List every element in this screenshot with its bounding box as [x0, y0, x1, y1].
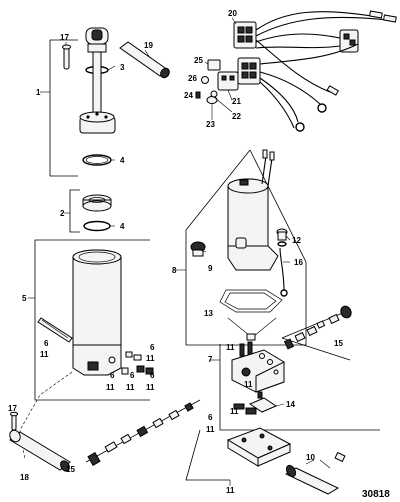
callout-13: 13 [204, 309, 213, 318]
part-15-valve-train-upper [281, 305, 352, 361]
callout-11-b: 11 [146, 354, 155, 363]
part-5-reservoir [72, 249, 122, 376]
callout-18: 18 [20, 473, 29, 482]
group-7-bracket [210, 344, 380, 431]
callout-11-manifold: 11 [226, 486, 235, 495]
part-8-pump-motor [227, 149, 279, 271]
callout-26: 26 [188, 74, 197, 83]
callout-19: 19 [144, 41, 153, 50]
part-20-wire-harness [233, 10, 397, 132]
reservoir-valve-parts [121, 351, 154, 375]
part-23-washer [206, 96, 218, 104]
callout-11-d: 11 [126, 383, 135, 392]
callout-11-f: 11 [226, 343, 235, 352]
callout-7: 7 [208, 355, 213, 364]
group-8-bracket [176, 149, 307, 346]
callout-5: 5 [22, 294, 27, 303]
callout-6-e: 6 [150, 371, 155, 380]
group-11-bracket [185, 429, 231, 486]
callout-11-e: 11 [146, 383, 155, 392]
callout-3: 3 [120, 63, 125, 72]
group-1-bracket [40, 39, 78, 177]
callout-2: 2 [60, 209, 65, 218]
part-3-tube-assembly [79, 27, 116, 134]
callout-11-a: 11 [40, 350, 49, 359]
callout-17-lower: 17 [8, 404, 17, 413]
part-17-pin-lower [10, 411, 18, 431]
callout-11-h: 11 [230, 407, 239, 416]
part-13-gasket [219, 289, 283, 341]
group-5-bracket [28, 239, 150, 401]
diagram-code: 30818 [362, 489, 390, 500]
callout-14: 14 [286, 400, 295, 409]
part-19-shaft-pin [119, 41, 170, 79]
part-10-valve-cartridge [284, 451, 346, 495]
callout-17-upper: 17 [60, 33, 69, 42]
callout-6-d: 6 [130, 371, 135, 380]
callout-6-c: 6 [110, 371, 115, 380]
part-14-check-valve [233, 391, 278, 415]
part-7-valve-body [231, 341, 285, 393]
part-2-seal [82, 194, 112, 212]
callout-6-f: 6 [208, 413, 213, 422]
part-12-fitting [276, 228, 288, 247]
callout-25: 25 [194, 56, 203, 65]
callout-21: 21 [232, 97, 241, 106]
group-2-bracket [64, 189, 80, 233]
part-16-ground-wire [279, 247, 288, 297]
callout-labels: 1 2 3 4 4 5 6 11 6 11 6 11 6 11 6 11 7 8… [8, 9, 390, 500]
part-25-fuse [207, 59, 221, 71]
part-18-tilt-pin [9, 429, 71, 472]
callout-15-upper: 15 [334, 339, 343, 348]
callout-11-g: 11 [244, 380, 253, 389]
callout-11-c: 11 [106, 383, 115, 392]
callout-8: 8 [172, 266, 177, 275]
part-4-oring-lower [83, 220, 111, 232]
part-4-oring-upper [82, 154, 112, 166]
part-17-pin-upper [62, 44, 71, 70]
callout-4-upper: 4 [120, 156, 125, 165]
callout-20: 20 [228, 9, 237, 18]
callout-6-a: 6 [44, 339, 49, 348]
callout-1: 1 [36, 88, 41, 97]
callout-12: 12 [292, 236, 301, 245]
part-11-manifold-plate [226, 427, 292, 467]
callout-10: 10 [306, 453, 315, 462]
callout-9: 9 [208, 264, 213, 273]
leader-lines [65, 17, 315, 465]
callout-23: 23 [206, 120, 215, 129]
callout-16: 16 [294, 258, 303, 267]
callout-15-lower: 15 [66, 465, 75, 474]
part-24-screw [195, 91, 201, 99]
callout-6-b: 6 [150, 343, 155, 352]
callout-24: 24 [184, 91, 193, 100]
part-15-valve-train-lower [85, 399, 201, 467]
part-26-nut [201, 76, 209, 84]
part-6-bolt-reservoir [37, 317, 73, 343]
part-9-plug [190, 241, 206, 257]
part-21-relay [217, 71, 239, 91]
callout-11-i: 11 [206, 425, 215, 434]
callout-4-lower: 4 [120, 222, 125, 231]
callout-22: 22 [232, 112, 241, 121]
part-22-screw [210, 90, 218, 98]
